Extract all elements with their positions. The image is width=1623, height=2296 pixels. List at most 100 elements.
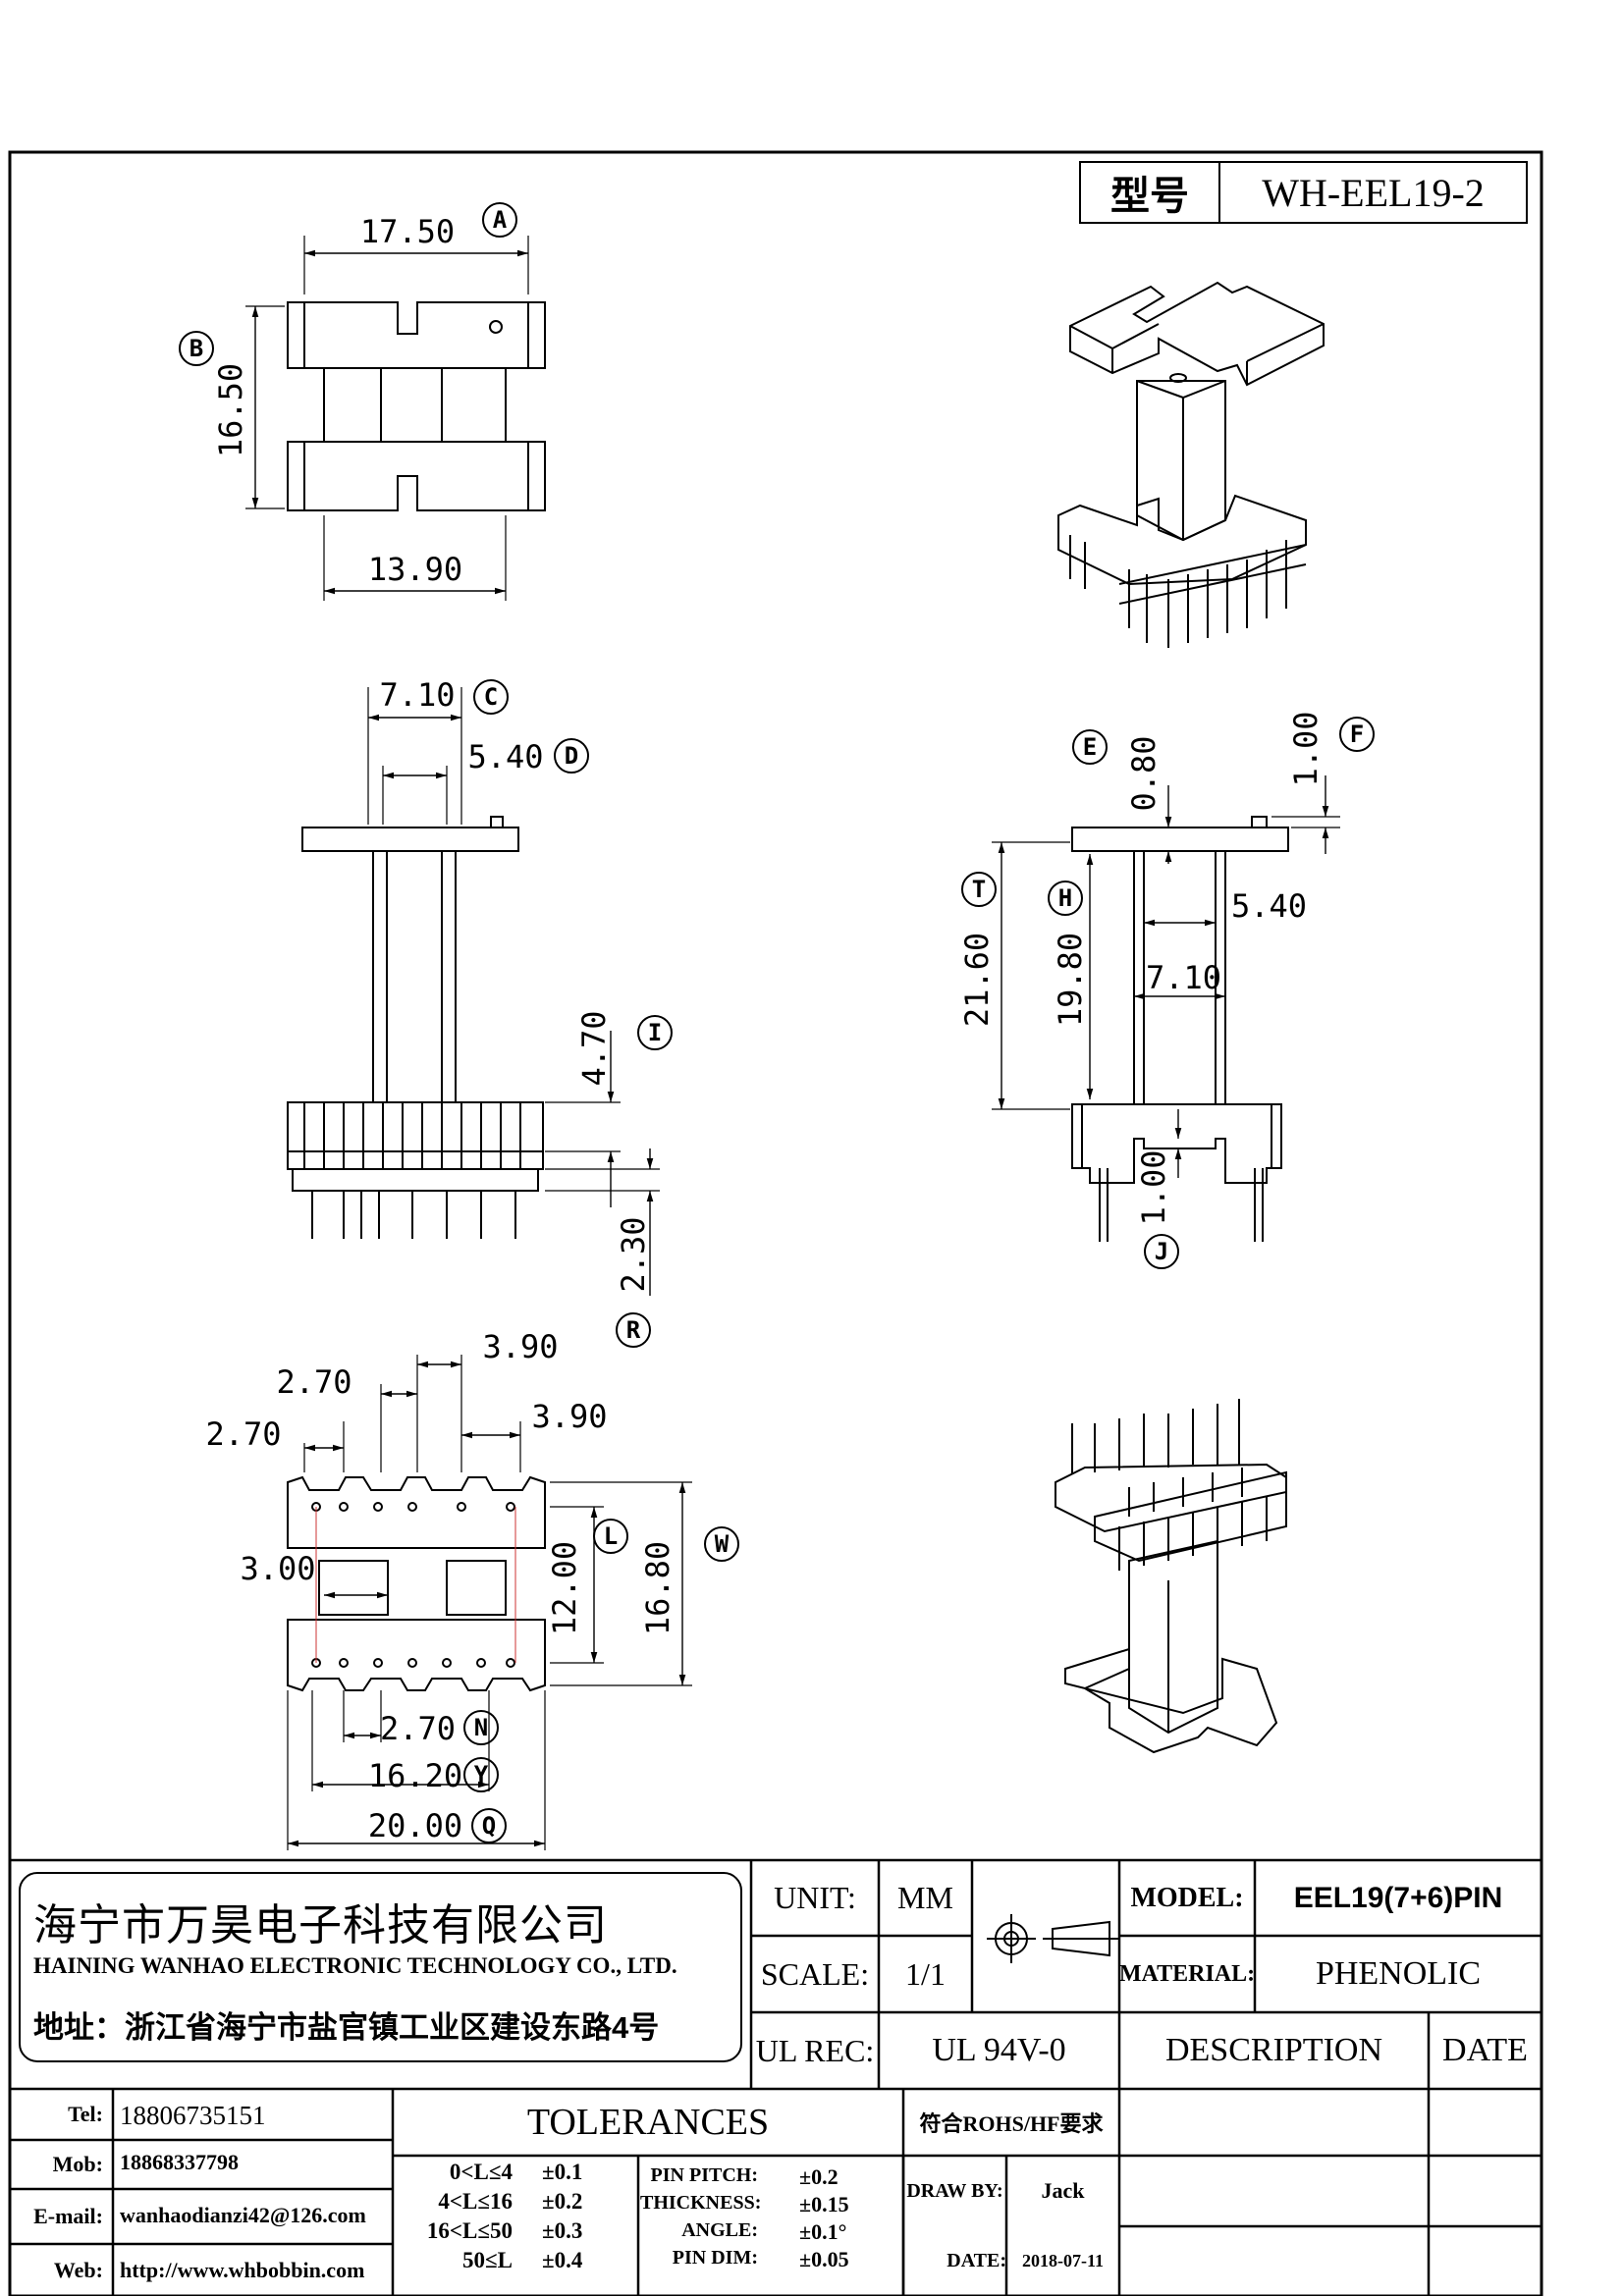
pin-tolerance-row: THICKNESS:±0.15 — [640, 2192, 900, 2219]
tag-b: B — [189, 335, 204, 362]
tolerance-value: ±0.3 — [542, 2218, 583, 2243]
date-header: DATE — [1442, 2032, 1528, 2068]
ul-value: UL 94V-0 — [932, 2032, 1066, 2068]
tag-f: F — [1349, 721, 1365, 748]
tag-h: H — [1057, 884, 1073, 912]
tolerance-range: 0<L≤4 — [449, 2160, 513, 2184]
dim-19-80: 19.80 — [1052, 932, 1089, 1028]
unit-value: MM — [897, 1880, 953, 1915]
rohs-compliance: 符合ROHS/HF要求 — [919, 2111, 1104, 2136]
ul-label: UL REC: — [755, 2032, 875, 2068]
company-address: 地址：浙江省海宁市盐官镇工业区建设东路4号 — [33, 2010, 660, 2045]
dim-5-40-d: 5.40 — [467, 738, 544, 775]
contact-email-label: E-mail: — [33, 2204, 103, 2228]
tag-j: J — [1154, 1238, 1169, 1265]
material-value: PHENOLIC — [1315, 1955, 1482, 1992]
top-view — [179, 202, 546, 601]
tag-l: L — [603, 1522, 619, 1550]
tolerance-value: ±0.2 — [542, 2189, 583, 2214]
draw-by-label: DRAW BY: — [906, 2179, 1003, 2202]
tolerance-value: ±0.1 — [542, 2160, 583, 2184]
dim-3-90-a: 3.90 — [482, 1328, 559, 1365]
dim-1-00-f: 1.00 — [1287, 711, 1325, 787]
tag-c: C — [483, 683, 499, 711]
model-label: MODEL: — [1130, 1882, 1244, 1913]
dim-3-00: 3.00 — [240, 1550, 316, 1587]
tolerance-range: 16<L≤50 — [426, 2218, 513, 2243]
dim-4-70: 4.70 — [575, 1010, 613, 1087]
contact-email-value[interactable]: wanhaodianzi42@126.com — [120, 2203, 366, 2227]
scale-value: 1/1 — [905, 1955, 946, 1992]
pin-tolerance-label: ANGLE: — [681, 2219, 758, 2241]
date-field-label: DATE: — [947, 2250, 1006, 2271]
draw-by-value: Jack — [1041, 2178, 1085, 2203]
model-box-value: WH-EEL19-2 — [1262, 170, 1485, 215]
tag-y: Y — [473, 1761, 489, 1789]
pin-tolerance-list: PIN PITCH: ±0.2 THICKNESS:±0.15 ANGLE: ±0.… — [640, 2164, 900, 2274]
model-box-label: 型号 — [1110, 174, 1189, 218]
company-name-en: HAINING WANHAO ELECTRONIC TECHNOLOGY CO.… — [33, 1953, 677, 1978]
dim-16-20: 16.20 — [367, 1757, 463, 1794]
dim-17-50: 17.50 — [359, 213, 456, 250]
contact-mob-value: 18868337798 — [120, 2150, 239, 2174]
model-value: EEL19(7+6)PIN — [1293, 1881, 1503, 1914]
bottom-view — [287, 1355, 739, 1850]
contact-web-link[interactable]: http://www.whbobbin.com — [120, 2258, 365, 2282]
date-field-value: 2018-07-11 — [1022, 2251, 1104, 2270]
pin-tolerance-value: ±0.05 — [799, 2247, 849, 2271]
tolerance-row: 4<L≤16±0.2 — [395, 2189, 635, 2218]
pin-tolerance-label: PIN PITCH: — [650, 2164, 758, 2186]
dim-5-40-side: 5.40 — [1230, 887, 1308, 925]
dim-0-80: 0.80 — [1125, 735, 1163, 812]
dim-16-80: 16.80 — [639, 1540, 676, 1636]
isometric-view-top — [1057, 281, 1325, 648]
tag-t: T — [971, 876, 987, 903]
dim-7-10-side: 7.10 — [1145, 959, 1222, 996]
pin-tolerance-value: ±0.2 — [799, 2164, 839, 2189]
tag-e: E — [1082, 733, 1098, 761]
isometric-view-bottom — [1055, 1399, 1287, 1754]
contact-mob-label: Mob: — [52, 2152, 103, 2176]
title-block-lines — [10, 161, 1542, 2296]
tolerance-row: 16<L≤50 ±0.3 — [395, 2218, 635, 2248]
contact-tel-label: Tel: — [68, 2102, 103, 2126]
tolerance-row: 0<L≤4 ±0.1 — [395, 2160, 635, 2189]
dim-2-30: 2.30 — [615, 1216, 652, 1293]
tag-i: I — [647, 1019, 663, 1046]
dim-12-00: 12.00 — [546, 1540, 583, 1636]
unit-label: UNIT: — [774, 1880, 856, 1915]
dim-1-00-j: 1.00 — [1135, 1149, 1172, 1226]
drawing-frame — [8, 150, 1543, 2296]
dim-2-70-a: 2.70 — [276, 1363, 352, 1401]
tolerance-row: 50≤L ±0.4 — [395, 2248, 635, 2277]
pin-tolerance-row: PIN PITCH: ±0.2 — [640, 2164, 900, 2192]
side-view — [961, 717, 1375, 1269]
pin-tolerance-value: ±0.1° — [799, 2219, 847, 2244]
contact-tel-value: 18806735151 — [120, 2101, 266, 2130]
tag-n: N — [473, 1714, 489, 1741]
description-header: DESCRIPTION — [1164, 2032, 1383, 2068]
tolerance-list: 0<L≤4 ±0.1 4<L≤16±0.2 16<L≤50 ±0.3 50≤L ±0.… — [395, 2160, 635, 2277]
front-view — [287, 679, 673, 1348]
pin-tolerance-label: PIN DIM: — [672, 2247, 758, 2269]
dim-16-50: 16.50 — [212, 362, 249, 458]
tag-q: Q — [481, 1812, 497, 1840]
dim-20-00: 20.00 — [367, 1807, 463, 1844]
tag-a: A — [492, 206, 508, 234]
pin-tolerance-row: ANGLE: ±0.1° — [640, 2219, 900, 2247]
tolerance-range: 50≤L — [462, 2248, 513, 2272]
company-name-cn: 海宁市万昊电子科技有限公司 — [33, 1901, 608, 1949]
dim-13-90: 13.90 — [367, 551, 463, 588]
contact-web-label: Web: — [53, 2257, 103, 2282]
dim-7-10-c: 7.10 — [379, 676, 456, 714]
scale-label: SCALE: — [760, 1955, 870, 1992]
material-label: MATERIAL: — [1118, 1960, 1256, 1987]
tag-d: D — [564, 742, 579, 770]
tolerance-value: ±0.4 — [542, 2248, 583, 2272]
tolerances-title: TOLERANCES — [526, 2102, 770, 2143]
dim-2-70-n: 2.70 — [379, 1710, 457, 1747]
dim-3-90-b: 3.90 — [531, 1398, 608, 1435]
tag-r: R — [625, 1316, 641, 1344]
